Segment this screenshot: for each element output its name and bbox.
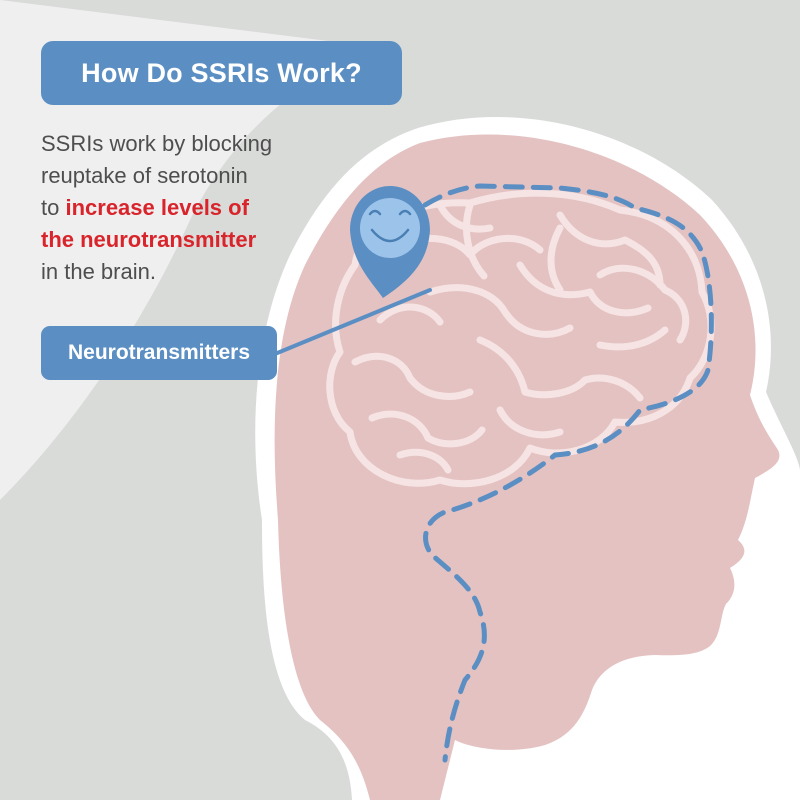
description-line: in the brain. (41, 259, 156, 284)
description-line: reuptake of serotonin (41, 163, 248, 188)
highlight-text: increase levels of (65, 195, 249, 220)
description-prefix: to (41, 195, 66, 220)
neurotransmitters-label-pill: Neurotransmitters (41, 326, 277, 380)
neural-pathway-dashed-line (422, 183, 714, 763)
brain-fold (476, 336, 644, 402)
brain-fold (556, 211, 664, 289)
brain-fold (547, 224, 564, 294)
description-line: to increase levels of (41, 192, 341, 224)
brain-fold (376, 303, 444, 326)
page-title: How Do SSRIs Work? (81, 57, 362, 88)
brain-fold (596, 326, 669, 351)
brain-fold (368, 410, 486, 448)
brain-fold (436, 201, 494, 233)
title-banner: How Do SSRIs Work? (41, 41, 402, 105)
brain-fold (426, 284, 574, 338)
callout-connector-line (268, 288, 432, 358)
highlight-text: the neurotransmitter (41, 227, 257, 252)
brain-fold (516, 261, 652, 317)
brain-fold (463, 201, 488, 280)
brain-fold (496, 406, 564, 439)
brain-fold (396, 448, 452, 474)
brain-fold (596, 264, 690, 344)
brain-fold (351, 352, 474, 400)
description-text: SSRIs work by blocking reuptake of serot… (41, 128, 341, 288)
description-line: SSRIs work by blocking (41, 131, 273, 156)
smiley-location-pin-icon (350, 186, 430, 298)
neurotransmitters-label: Neurotransmitters (67, 341, 251, 364)
